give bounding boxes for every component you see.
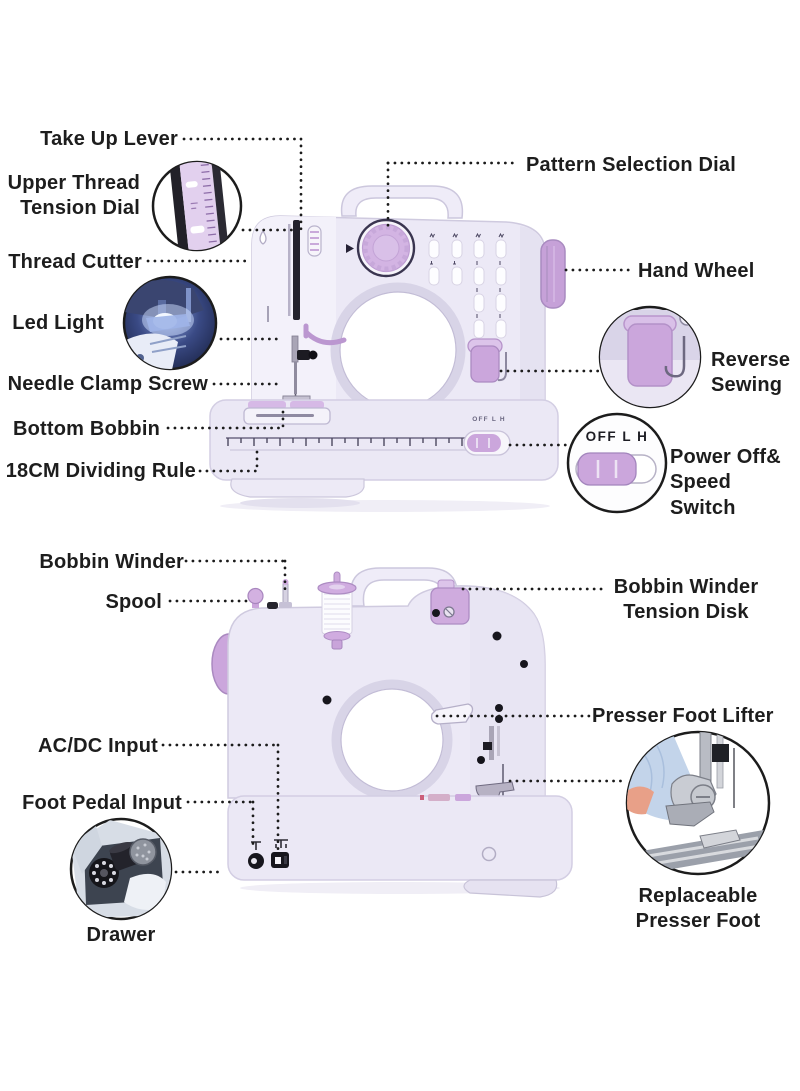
label-pattern-selection-dial: Pattern Selection Dial <box>526 154 737 176</box>
spool-cap-part <box>247 587 264 608</box>
bottom-bobbin-cover <box>243 401 331 425</box>
dividing-rule <box>226 437 468 451</box>
foot-pedal-jack-icon <box>271 839 289 868</box>
label-ac-dc-input: AC/DC Input <box>38 735 158 757</box>
front-view-machine <box>209 185 566 512</box>
front-foot <box>230 478 365 508</box>
reverse-sewing-inset <box>598 305 702 409</box>
tension-dial-inset <box>151 157 243 255</box>
label-upper-thread-tension-dial: Upper Thread Tension Dial <box>7 172 140 220</box>
label-spool: Spool <box>105 591 162 613</box>
back-arm-opening <box>331 679 453 801</box>
front-handle <box>340 185 464 219</box>
label-bottom-bobbin: Bottom Bobbin <box>12 418 160 440</box>
dial-pointer-icon <box>346 244 354 253</box>
label-take-up-lever: Take Up Lever <box>40 128 178 150</box>
machine-tension-dial-part <box>307 225 322 257</box>
replaceable-presser-foot-inset <box>625 730 771 876</box>
power-switch-inset <box>566 412 668 514</box>
label-foot-pedal-input: Foot Pedal Input <box>22 792 182 814</box>
back-foot <box>463 879 558 898</box>
presser-foot-lifter-part <box>430 703 474 725</box>
power-switch-inset-text: OFF L H <box>585 429 649 444</box>
back-view-machine <box>211 567 573 898</box>
label-bobbin-winder-tension-disk: Bobbin Winder Tension Disk <box>613 576 759 624</box>
label-dividing-rule: 18CM Dividing Rule <box>5 460 196 482</box>
bobbin-winder-part <box>279 579 292 608</box>
label-presser-foot-lifter: Presser Foot Lifter <box>592 705 774 727</box>
label-hand-wheel: Hand Wheel <box>638 260 755 282</box>
hand-wheel-part <box>540 239 566 309</box>
label-reverse-sewing: Reverse Sewing <box>711 349 791 397</box>
label-bobbin-winder: Bobbin Winder <box>39 551 184 573</box>
speed-switch-part <box>463 430 511 456</box>
thread-guide-slot <box>293 220 300 320</box>
label-thread-cutter: Thread Cutter <box>8 251 142 273</box>
thread-cutter-mark <box>259 230 267 245</box>
reverse-sewing-lever-part <box>467 338 507 383</box>
stitch-pattern-grid <box>428 232 507 339</box>
label-replaceable-presser-foot: Replaceable Presser Foot <box>635 885 761 933</box>
front-arm-opening <box>330 282 466 418</box>
bobbin-winder-tension-disk-part <box>430 579 470 625</box>
machine-switch-text: OFF L H <box>472 416 506 423</box>
bobbin-icons <box>89 838 157 888</box>
needle-clamp-screw-part <box>308 350 318 360</box>
thread-spool-part <box>317 571 357 650</box>
thread-hook <box>303 323 347 346</box>
ac-dc-input-jack-icon <box>248 841 264 869</box>
led-light-inset <box>122 275 218 371</box>
drawer-inset <box>69 817 173 921</box>
pattern-selection-dial-part <box>346 218 416 278</box>
label-drawer: Drawer <box>86 924 156 946</box>
label-power-speed-switch: Power Off& Speed Switch <box>670 446 781 519</box>
leader-lines <box>146 137 635 874</box>
label-needle-clamp-screw: Needle Clamp Screw <box>7 373 208 395</box>
label-led-light: Led Light <box>12 312 104 334</box>
